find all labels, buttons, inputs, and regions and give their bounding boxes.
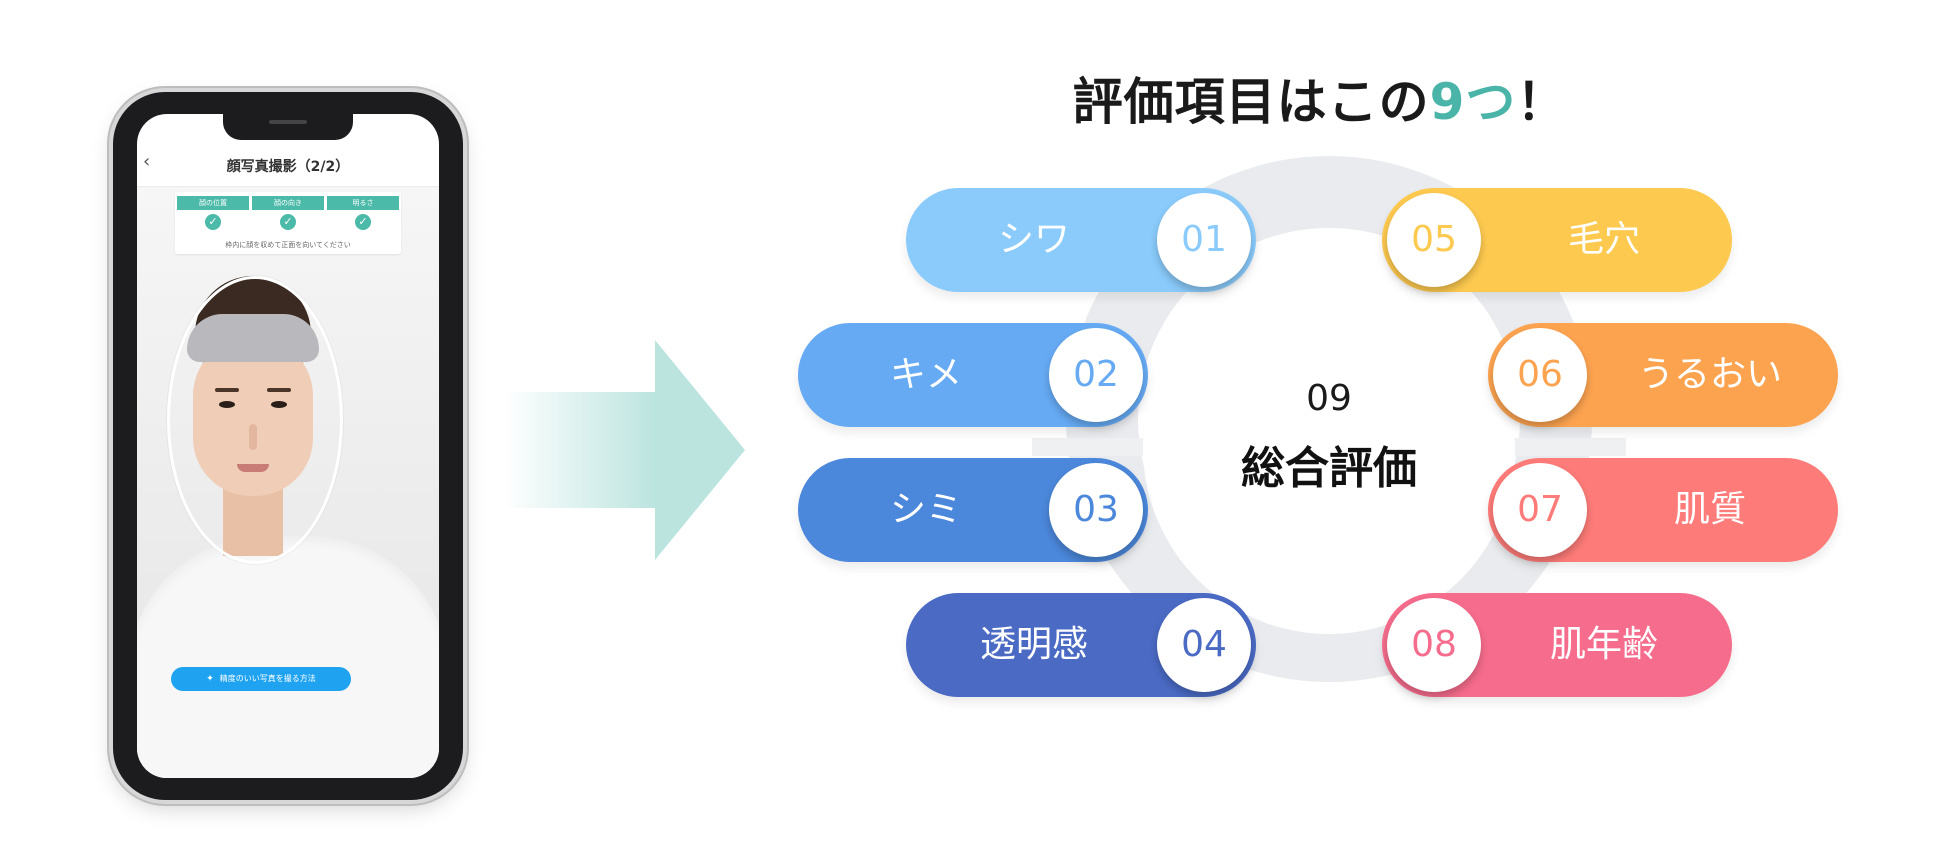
- item-label: 毛穴: [1567, 219, 1640, 260]
- headline-accent: 9つ: [1429, 73, 1517, 131]
- check-circle-icon: ✓: [355, 214, 371, 230]
- item-number-badge: 05: [1387, 193, 1481, 287]
- check-item-position: 顔の位置 ✓: [177, 196, 249, 230]
- center-number: 09: [1306, 378, 1352, 419]
- check-item-direction: 顔の向き ✓: [252, 196, 324, 230]
- photo-tips-label: 精度のいい写真を撮る方法: [219, 674, 316, 683]
- check-instruction: 枠内に顔を収めて正面を向いてください: [225, 241, 351, 249]
- app-title: 顔写真撮影（2/2）: [226, 159, 350, 175]
- headline-suffix: ！: [1516, 73, 1568, 131]
- item-pill-01: シワ 01: [906, 188, 1256, 292]
- item-number-badge: 03: [1049, 463, 1143, 557]
- item-number-badge: 04: [1157, 598, 1251, 692]
- item-number-badge: 08: [1387, 598, 1481, 692]
- item-pill-05: 05 毛穴: [1382, 188, 1732, 292]
- item-number-badge: 06: [1493, 328, 1587, 422]
- back-chevron-icon[interactable]: ‹: [143, 151, 151, 172]
- photo-tips-button[interactable]: ✦ 精度のいい写真を撮る方法: [171, 667, 351, 691]
- item-pill-07: 07 肌質: [1488, 458, 1838, 562]
- item-number-badge: 02: [1049, 328, 1143, 422]
- item-label: 透明感: [979, 624, 1088, 665]
- item-label: シミ: [889, 489, 962, 530]
- item-pill-02: キメ 02: [798, 323, 1148, 427]
- smartphone-mockup: ‹ 顔写真撮影（2/2） 顔の位置 ✓: [113, 92, 463, 800]
- app-header: ‹ 顔写真撮影（2/2）: [137, 144, 439, 187]
- check-item-brightness: 明るさ ✓: [327, 196, 399, 230]
- check-label: 明るさ: [327, 196, 399, 210]
- item-label: キメ: [889, 354, 962, 395]
- speaker-slot: [269, 120, 307, 124]
- check-label: 顔の位置: [177, 196, 249, 210]
- item-label: 肌質: [1673, 489, 1746, 530]
- portrait-shoulders: [137, 536, 439, 778]
- sparkle-icon: ✦: [206, 674, 214, 684]
- item-pill-04: 透明感 04: [906, 593, 1256, 697]
- headline: 評価項目はこの9つ！: [1030, 62, 1610, 134]
- item-number-badge: 01: [1157, 193, 1251, 287]
- item-pill-06: 06 うるおい: [1488, 323, 1838, 427]
- center-label: 総合評価: [1241, 443, 1417, 494]
- item-label: 肌年齢: [1549, 624, 1658, 665]
- right-arrow-icon: [655, 340, 745, 560]
- check-panel: 顔の位置 ✓ 顔の向き ✓ 明るさ ✓ 枠内に顔を収めて正面を向いてください: [175, 192, 401, 254]
- headline-prefix: 評価項目はこの: [1072, 73, 1430, 131]
- item-label: うるおい: [1637, 354, 1782, 395]
- item-pill-03: シミ 03: [798, 458, 1148, 562]
- arrow-shaft: [505, 392, 655, 508]
- check-circle-icon: ✓: [280, 214, 296, 230]
- camera-view: 顔の位置 ✓ 顔の向き ✓ 明るさ ✓ 枠内に顔を収めて正面を向いてください ✦…: [137, 186, 439, 778]
- check-label: 顔の向き: [252, 196, 324, 210]
- item-label: シワ: [997, 219, 1070, 260]
- phone-notch: [223, 114, 353, 140]
- check-circle-icon: ✓: [205, 214, 221, 230]
- phone-screen: ‹ 顔写真撮影（2/2） 顔の位置 ✓: [137, 114, 439, 778]
- face-guide-oval: [167, 276, 343, 564]
- item-number-badge: 07: [1493, 463, 1587, 557]
- item-pill-08: 08 肌年齢: [1382, 593, 1732, 697]
- center-disc: [1143, 262, 1515, 634]
